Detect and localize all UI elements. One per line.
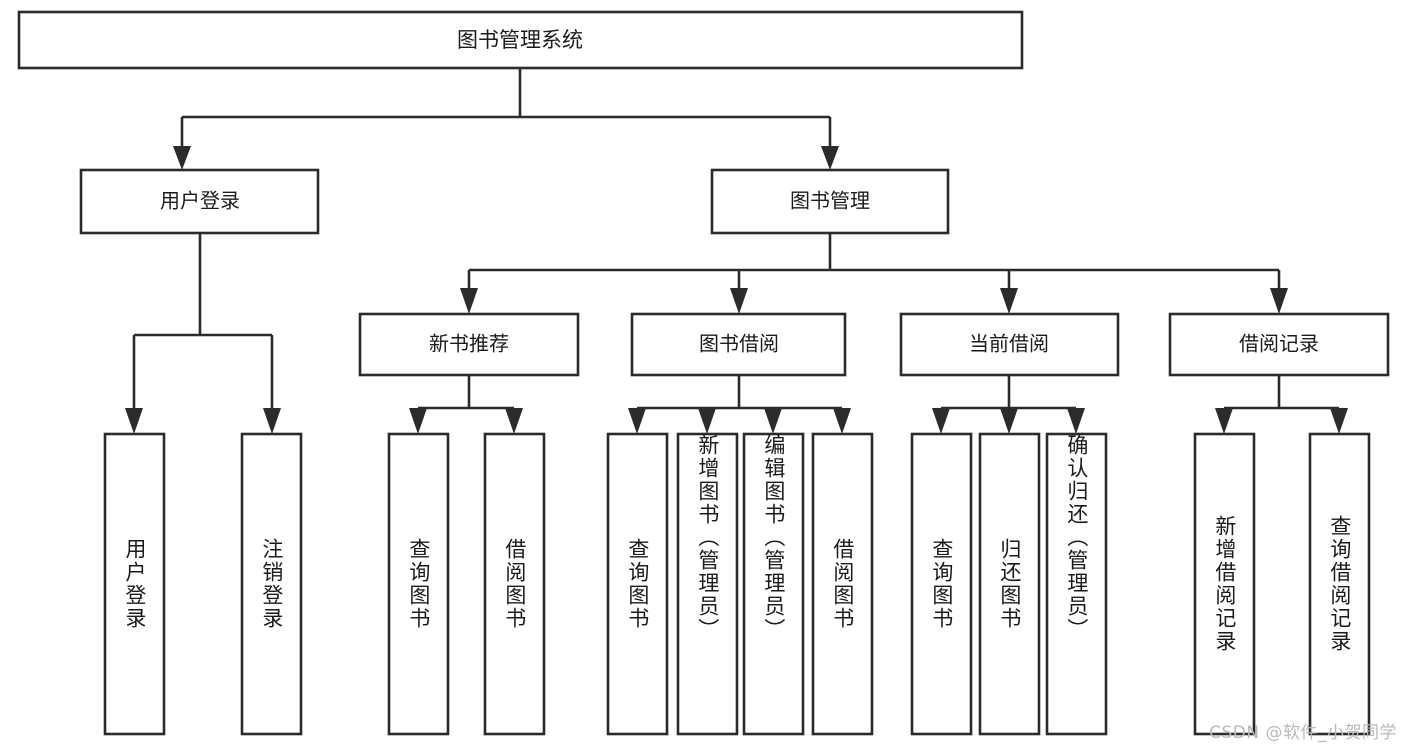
node-leaf-query-book-2-box[interactable] <box>606 432 669 736</box>
node-leaf-borrow-book-1-box[interactable] <box>483 432 546 736</box>
node-user-login-label: 用户登录 <box>160 189 240 213</box>
arrow-head-leaf-query-book-1 <box>409 408 427 434</box>
node-book-borrow-box[interactable] <box>630 312 847 377</box>
arrow-head-book-borrow <box>730 288 748 314</box>
node-leaf-query-book-3-box[interactable] <box>910 432 973 736</box>
arrow-head-leaf-user-login <box>125 408 143 434</box>
node-root[interactable]: 图书管理系统 <box>17 10 1024 70</box>
node-leaf-edit-book-box[interactable] <box>742 432 805 736</box>
connector-borrow-record-to-leaves <box>1215 375 1348 434</box>
arrow-head-leaf-query-book-2 <box>628 408 646 434</box>
arrow-head-book-manage <box>821 146 839 170</box>
node-root-box[interactable] <box>17 10 1024 70</box>
node-book-manage-box[interactable] <box>710 168 950 235</box>
node-current-borrow-label: 当前借阅 <box>969 332 1049 356</box>
node-borrow-record[interactable]: 借阅记录 <box>1168 312 1390 377</box>
connector-root-to-level2 <box>173 68 839 170</box>
arrow-head-leaf-query-book-3 <box>932 408 950 434</box>
node-leaf-user-login-box[interactable] <box>103 432 166 736</box>
node-new-book-recommend-box[interactable] <box>358 312 580 377</box>
arrow-head-leaf-logout-login <box>263 408 281 434</box>
node-book-borrow-label: 图书借阅 <box>699 332 779 356</box>
node-book-manage-label: 图书管理 <box>790 189 870 213</box>
arrow-head-leaf-borrow-book-1 <box>505 408 523 434</box>
node-leaf-return-book-box[interactable] <box>978 432 1041 736</box>
leaf-boxes <box>103 432 1371 736</box>
arrow-head-leaf-confirm-return <box>1067 408 1085 434</box>
node-leaf-logout-login-box[interactable] <box>240 432 303 736</box>
node-new-book-recommend[interactable]: 新书推荐 <box>358 312 580 377</box>
arrow-head-leaf-edit-book <box>764 408 782 434</box>
watermark: CSDN @软件_小贺同学 <box>1209 723 1397 743</box>
node-book-borrow[interactable]: 图书借阅 <box>630 312 847 377</box>
node-leaf-query-book-1-box[interactable] <box>387 432 450 736</box>
node-user-login[interactable]: 用户登录 <box>79 168 320 235</box>
arrow-head-current-borrow <box>1000 288 1018 314</box>
arrow-head-leaf-borrow-book-2 <box>833 408 851 434</box>
arrow-head-new-book-recommend <box>460 288 478 314</box>
node-leaf-add-record-box[interactable] <box>1193 432 1256 736</box>
connector-user-login-to-leaves <box>125 233 281 434</box>
node-book-manage[interactable]: 图书管理 <box>710 168 950 235</box>
node-current-borrow[interactable]: 当前借阅 <box>899 312 1120 377</box>
node-leaf-add-book-box[interactable] <box>676 432 739 736</box>
arrow-head-borrow-record <box>1270 288 1288 314</box>
node-user-login-box[interactable] <box>79 168 320 235</box>
connector-book-borrow-to-leaves <box>628 375 851 434</box>
connector-new-book-recommend-to-leaves <box>409 375 523 434</box>
arrow-head-leaf-return-book <box>1000 408 1018 434</box>
node-leaf-confirm-return-box[interactable] <box>1045 432 1108 736</box>
node-leaf-borrow-book-2-box[interactable] <box>811 432 874 736</box>
arrow-head-leaf-add-book <box>698 408 716 434</box>
node-borrow-record-label: 借阅记录 <box>1239 332 1319 356</box>
arrow-head-leaf-query-record <box>1330 408 1348 434</box>
node-borrow-record-box[interactable] <box>1168 312 1390 377</box>
connector-current-borrow-to-leaves <box>932 375 1085 434</box>
arrow-head-leaf-add-record <box>1215 408 1233 434</box>
node-current-borrow-box[interactable] <box>899 312 1120 377</box>
connector-book-manage-to-level3 <box>460 233 1288 314</box>
arrow-head-user-login <box>173 146 191 170</box>
node-leaf-query-record-box[interactable] <box>1308 432 1371 736</box>
node-root-label: 图书管理系统 <box>457 28 583 52</box>
node-new-book-recommend-label: 新书推荐 <box>429 332 509 356</box>
